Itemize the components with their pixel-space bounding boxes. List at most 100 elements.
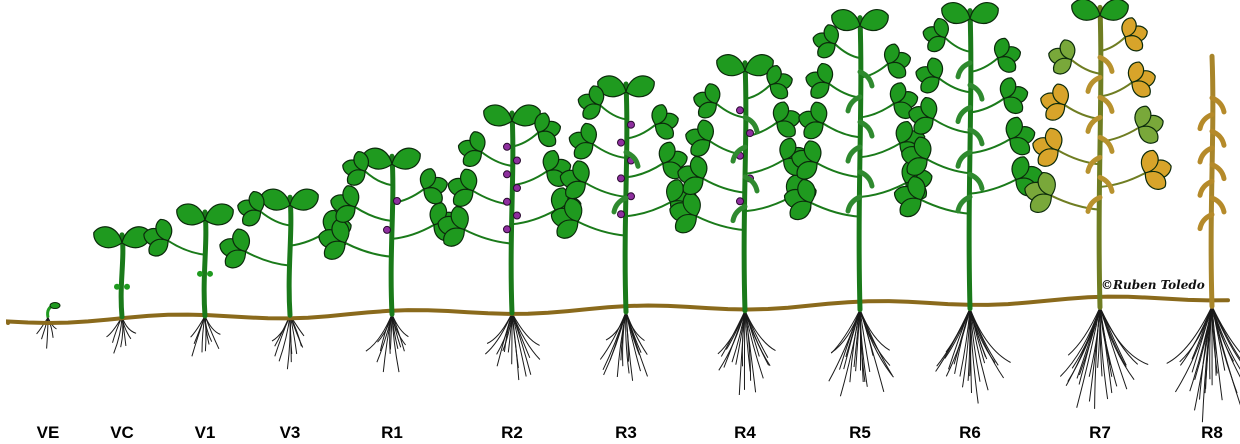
- plant-ve: [48, 303, 60, 318]
- root-strand: [970, 309, 1004, 378]
- stage-label-r6: R6: [930, 423, 1010, 443]
- petiole: [261, 212, 291, 226]
- petiole: [626, 202, 671, 216]
- root-strand: [970, 309, 1011, 363]
- unifoliate-leaf: [860, 10, 888, 31]
- petiole: [745, 160, 784, 174]
- petiole: [1100, 82, 1132, 96]
- stage-label-r5: R5: [820, 423, 900, 443]
- stage-label-ve: VE: [8, 423, 88, 443]
- petiole: [600, 105, 626, 119]
- cotyledon: [50, 303, 60, 309]
- cotyledon: [197, 271, 203, 277]
- petiole: [927, 159, 970, 173]
- petiole: [392, 225, 434, 239]
- petiole: [168, 241, 205, 255]
- unifoliate-leaf: [94, 227, 122, 248]
- root-strand: [937, 309, 970, 367]
- flower: [384, 226, 391, 233]
- main-stem: [204, 212, 206, 316]
- petiole: [626, 163, 663, 177]
- stage-label-r3: R3: [586, 423, 666, 443]
- flower: [618, 211, 625, 218]
- petiole: [817, 163, 860, 177]
- stage-label-r7: R7: [1060, 423, 1140, 443]
- unifoliate-leaf: [290, 189, 318, 210]
- stage-label-r8: R8: [1172, 423, 1240, 443]
- root-strand: [37, 318, 48, 334]
- stage-label-r4: R4: [705, 423, 785, 443]
- petiole: [745, 85, 770, 99]
- stage-label-vc: VC: [82, 423, 162, 443]
- petiole: [246, 252, 291, 266]
- petiole: [365, 171, 392, 185]
- stage-label-r2: R2: [472, 423, 552, 443]
- main-stem: [121, 235, 123, 317]
- main-stem: [391, 156, 393, 314]
- petiole: [970, 99, 1004, 113]
- flower: [628, 193, 635, 200]
- petiole: [696, 216, 745, 230]
- unifoliate-leaf: [717, 55, 745, 76]
- petiole: [578, 222, 626, 236]
- flower: [504, 143, 511, 150]
- stage-label-r1: R1: [352, 423, 432, 443]
- soil-line: [8, 297, 1228, 323]
- plant-r7: [1025, 0, 1171, 307]
- unifoliate-leaf: [1100, 0, 1128, 20]
- flower: [618, 139, 625, 146]
- main-stem: [289, 197, 291, 315]
- cotyledon: [124, 284, 130, 290]
- petiole: [860, 143, 900, 157]
- plant-r6: [895, 3, 1042, 309]
- petiole: [355, 207, 392, 221]
- unifoliate-leaf: [626, 76, 654, 97]
- roots-layer: [37, 306, 1240, 422]
- flower: [504, 198, 511, 205]
- flower: [394, 198, 401, 205]
- stage-label-v3: V3: [250, 423, 330, 443]
- petiole: [860, 104, 894, 118]
- flower: [504, 226, 511, 233]
- petiole: [481, 152, 512, 166]
- petiole: [512, 133, 538, 147]
- flower: [504, 171, 511, 178]
- flower: [747, 130, 754, 137]
- unifoliate-leaf: [484, 105, 512, 126]
- plant-r1: [319, 148, 459, 314]
- main-stem: [511, 113, 513, 313]
- petiole: [933, 119, 970, 133]
- main-stem: [744, 63, 746, 311]
- petiole: [1071, 60, 1100, 74]
- unifoliate-leaf: [392, 148, 420, 169]
- cotyledon: [207, 271, 213, 277]
- soil-surface: [8, 297, 1228, 323]
- flower: [618, 175, 625, 182]
- unifoliate-leaf: [262, 189, 290, 210]
- plant-r8: [1200, 56, 1224, 306]
- root-strand: [744, 311, 745, 390]
- petiole: [345, 243, 392, 257]
- petiole: [585, 183, 626, 197]
- pod: [958, 63, 970, 77]
- flower: [737, 107, 744, 114]
- flower: [514, 185, 521, 192]
- artist-credit: ©Ruben Toledo: [1101, 278, 1205, 292]
- main-stem: [969, 11, 971, 309]
- plant-r4: [670, 55, 816, 311]
- cotyledon: [114, 284, 120, 290]
- petiole: [745, 197, 790, 211]
- flower: [514, 157, 521, 164]
- petiole: [703, 179, 745, 193]
- petiole: [512, 171, 547, 185]
- unifoliate-leaf: [205, 204, 233, 225]
- petiole: [823, 123, 860, 137]
- petiole: [945, 38, 970, 52]
- petiole: [835, 44, 860, 58]
- unifoliate-leaf: [1072, 0, 1100, 20]
- unifoliate-leaf: [970, 3, 998, 24]
- petiole: [970, 139, 1010, 153]
- unifoliate-leaf: [177, 204, 205, 225]
